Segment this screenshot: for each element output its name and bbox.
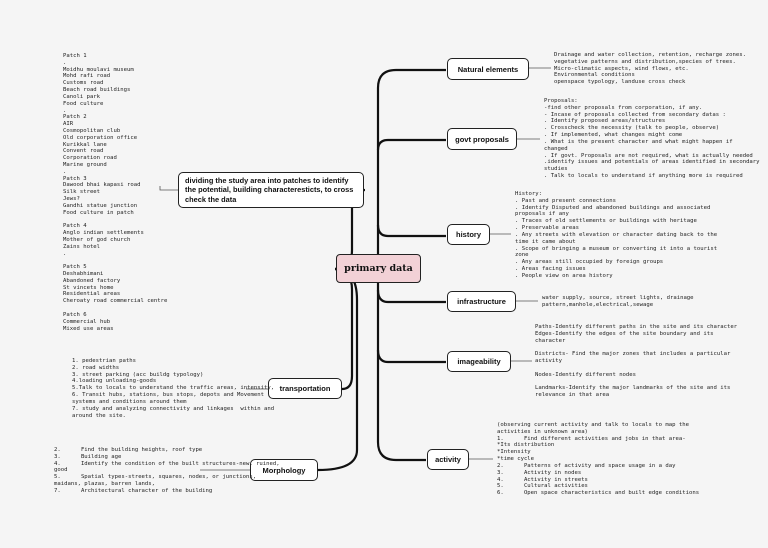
node-imageability[interactable]: imageability xyxy=(447,351,511,372)
central-topic-label: primary data xyxy=(344,263,413,274)
node-natural-elements[interactable]: Natural elements xyxy=(447,58,529,80)
node-morphology[interactable]: Morphology xyxy=(250,459,318,481)
link-history xyxy=(376,224,446,238)
link-natural-elements xyxy=(376,68,446,256)
note-activity: (observing current activity and talk to … xyxy=(497,422,700,497)
note-transportation: 1. pedestrian paths 2. road widths 3. st… xyxy=(72,358,275,419)
note-govt-proposals: Proposals: -find other proposals from co… xyxy=(544,98,760,179)
link-activity xyxy=(376,280,426,462)
node-history[interactable]: history xyxy=(447,224,490,245)
node-natural-elements-label: Natural elements xyxy=(457,64,519,74)
node-transportation[interactable]: transportation xyxy=(268,378,342,399)
link-transportation xyxy=(334,267,354,391)
node-govt-proposals[interactable]: govt proposals xyxy=(447,128,517,150)
node-history-label: history xyxy=(455,230,481,239)
node-govt-proposals-label: govt proposals xyxy=(455,134,509,144)
note-imageability: Paths-Identify different paths in the si… xyxy=(535,324,738,399)
note-natural-elements: Drainage and water collection, retention… xyxy=(554,52,746,86)
link-govt-proposals xyxy=(376,138,446,151)
note-history: History: . Past and present connections … xyxy=(515,191,718,279)
link-infrastructure xyxy=(376,289,446,304)
link-imageability xyxy=(376,349,446,364)
node-infrastructure-label: infrastructure xyxy=(457,297,506,306)
note-morphology: 2. Find the building heights, roof type … xyxy=(54,447,280,494)
node-patches[interactable]: dividing the study area into patches to … xyxy=(178,172,364,208)
note-patches: Patch 1 . Moidhu moulavi museum Mohd raf… xyxy=(63,53,168,332)
central-topic[interactable]: primary data xyxy=(336,254,421,283)
node-infrastructure[interactable]: infrastructure xyxy=(447,291,516,312)
node-transportation-label: transportation xyxy=(279,384,331,393)
note-infrastructure: water supply, source, street lights, dra… xyxy=(542,295,694,308)
node-patches-label: dividing the study area into patches to … xyxy=(185,175,354,204)
node-imageability-label: imageability xyxy=(457,357,501,366)
link-note-patches xyxy=(159,186,178,191)
node-morphology-label: Morphology xyxy=(262,465,306,475)
node-activity[interactable]: activity xyxy=(427,449,469,470)
node-activity-label: activity xyxy=(435,455,461,464)
